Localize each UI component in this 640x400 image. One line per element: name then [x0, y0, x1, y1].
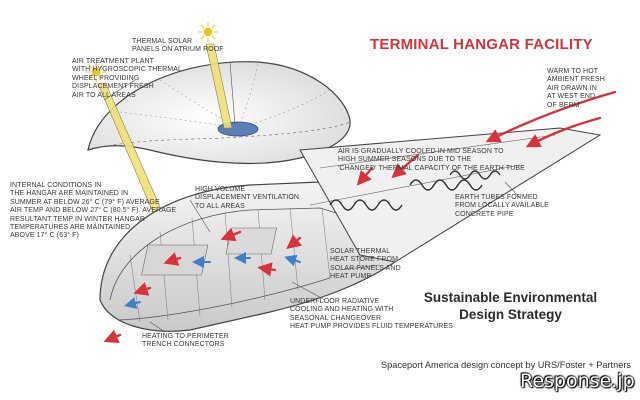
callout-internal-conditions: INTERNAL CONDITIONS IN THE HANGAR ARE MA… [10, 182, 176, 241]
design-credit: Spaceport America design concept by URS/… [381, 360, 631, 370]
callout-air-treatment: AIR TREATMENT PLANT WITH HYGROSCOPIC THE… [72, 58, 182, 100]
callout-ventilation: HIGH VOLUME DISPLACEMENT VENTILATION TO … [195, 186, 299, 211]
watermark: Response.jp [520, 370, 635, 392]
diagram-title: TERMINAL HANGAR FACILITY [370, 36, 593, 53]
strategy-heading-line-1: Sustainable Environmental [408, 289, 613, 306]
callout-perimeter: HEATING TO PERIMETER TRENCH CONNECTORS [142, 333, 229, 350]
strategy-heading: Sustainable Environmental Design Strateg… [408, 289, 613, 323]
callout-earth-tubes: EARTH TUBES FORMED FROM LOCALLY AVAILABL… [455, 194, 549, 219]
strategy-heading-line-2: Design Strategy [408, 306, 613, 323]
callout-warm-air: WARM TO HOT AMBIENT FRESH AIR DRAWN IN A… [547, 68, 605, 110]
callout-cooled-air: AIR IS GRADUALLY COOLED IN MID SEASON TO… [338, 148, 525, 173]
callout-solar-panels: THERMAL SOLAR PANELS ON ATRIUM ROOF [132, 38, 224, 55]
callout-solar-thermal: SOLAR THERMAL HEAT STORE FROM SOLAR PANE… [330, 248, 401, 282]
